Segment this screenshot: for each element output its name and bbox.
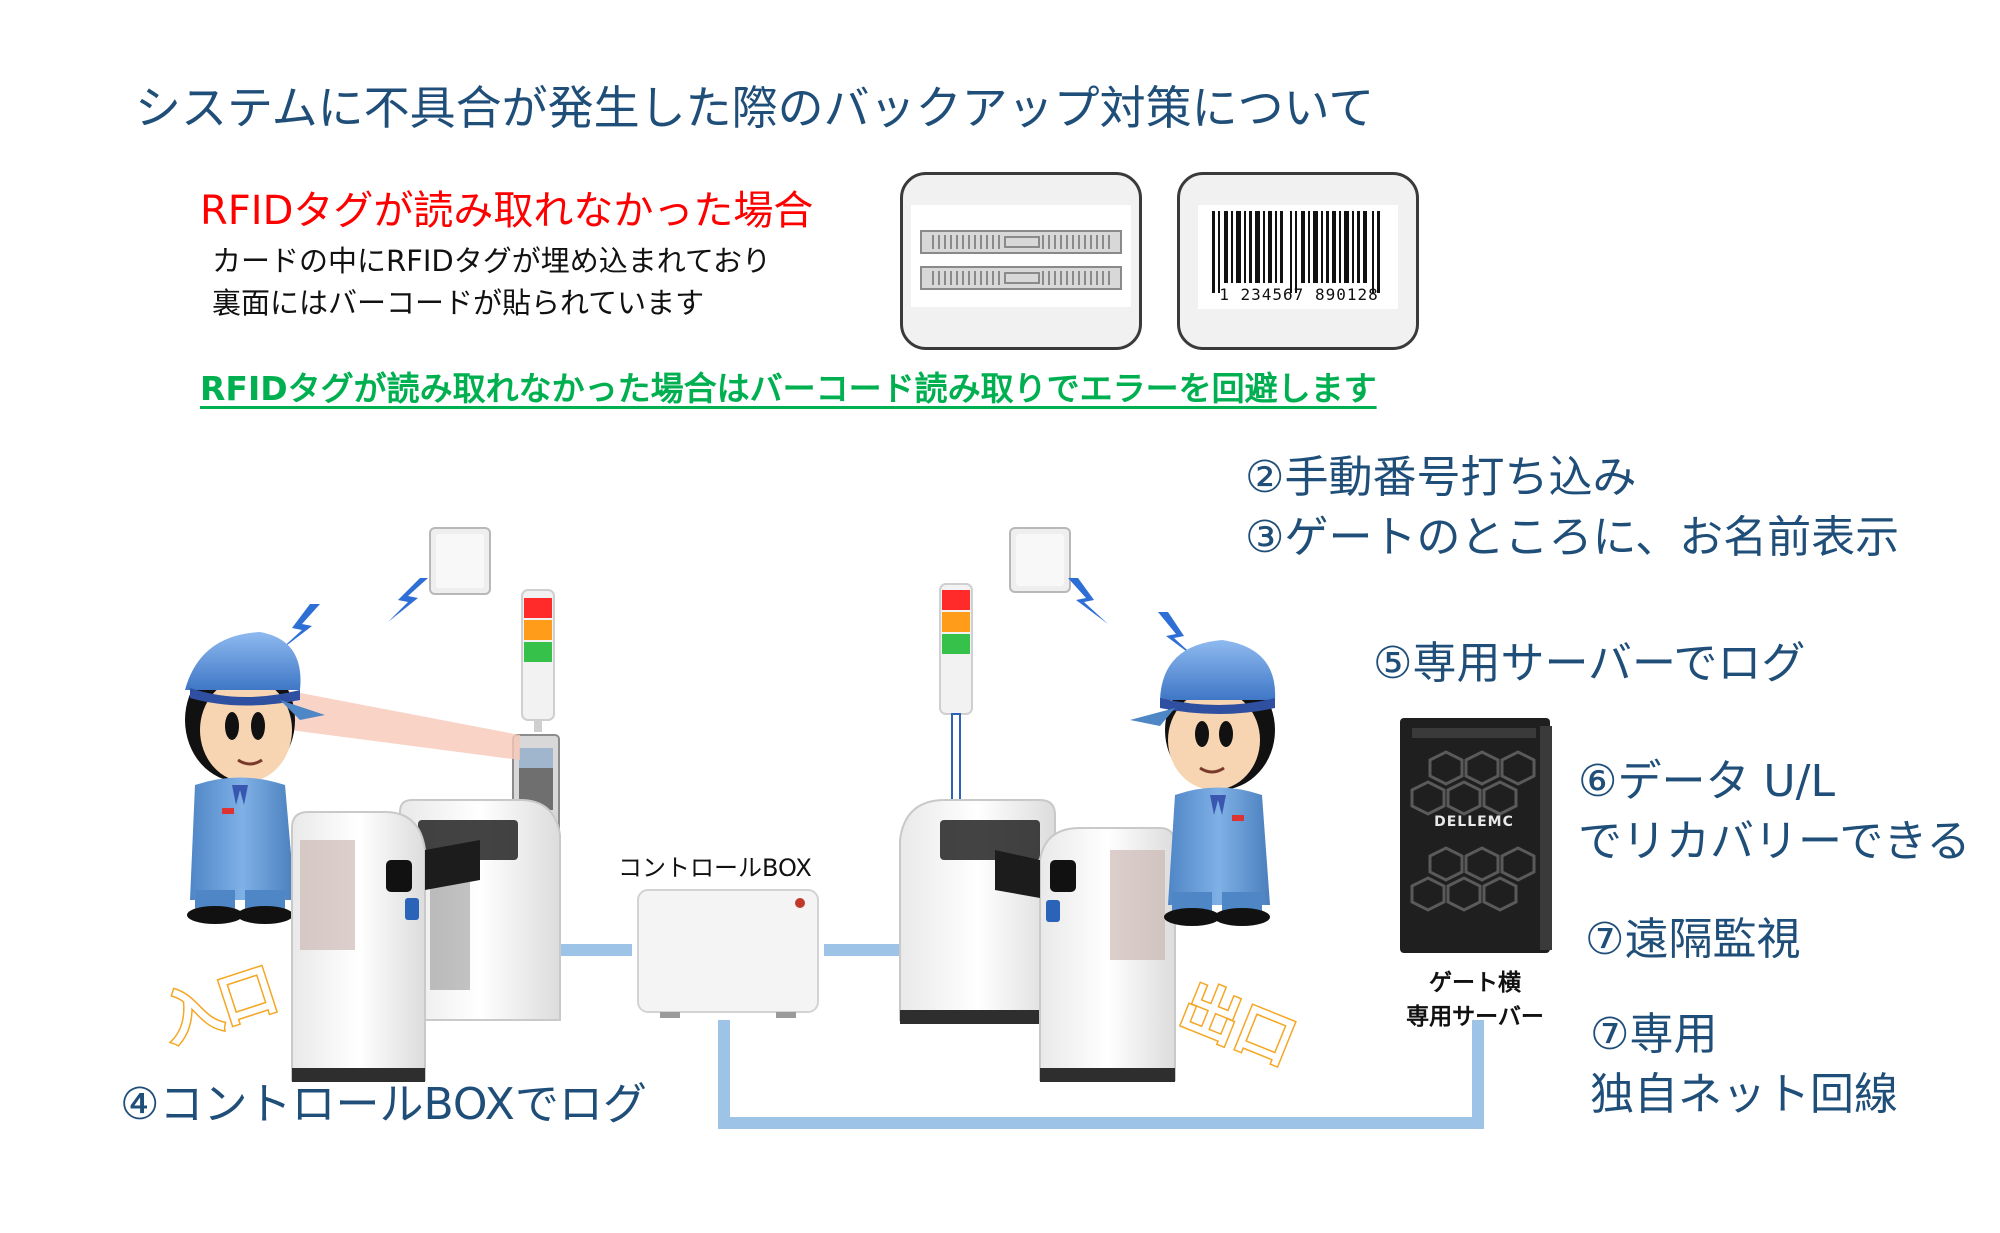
wireless-bolt-3 (1068, 578, 1108, 624)
note-remote-monitor: ⑦遠隔監視 (1585, 914, 1801, 965)
gate-exit-back (899, 799, 1056, 1024)
rfid-desc-line-1: カードの中にRFIDタグが埋め込まれており (212, 244, 771, 278)
conclusion-text: RFIDタグが読み取れなかった場合はバーコード読み取りでエラーを回避します (200, 369, 1377, 408)
note-manual-input: ②手動番号打ち込み (1245, 452, 1637, 503)
page-title: システムに不具合が発生した際のバックアップ対策について (135, 81, 1375, 135)
rfid-desc-line-2: 裏面にはバーコードが貼られています (212, 286, 705, 320)
barcode-bars (1212, 211, 1380, 293)
signal-tower-right (939, 583, 973, 819)
note-data-recovery-1: ⑥データ U/L (1578, 756, 1835, 807)
note-server-log: ⑤専用サーバーでログ (1373, 638, 1806, 689)
gate-entrance-front (291, 811, 480, 1082)
control-box-label: コントロールBOX (618, 854, 812, 882)
note-name-display: ③ゲートのところに、お名前表示 (1245, 512, 1900, 563)
barcode-number: 1 234567 890128 (1219, 285, 1379, 304)
rfid-reader-left (429, 527, 491, 595)
rfid-antenna-1 (920, 230, 1122, 254)
wireless-bolt-4 (1158, 612, 1198, 660)
server-label-line-1: ゲート横 (1429, 970, 1521, 996)
note-data-recovery-2: でリカバリーできる (1578, 816, 1971, 867)
server-label-line-2: 専用サーバー (1406, 1004, 1544, 1030)
rfid-tag-image (900, 172, 1142, 350)
wireless-bolt-1 (388, 578, 428, 622)
rfid-description: カードの中にRFIDタグが埋め込まれており 裏面にはバーコードが貼られています (212, 240, 771, 324)
control-box (637, 889, 819, 1018)
gate-exit-front (995, 827, 1176, 1082)
wireless-bolt-2 (278, 604, 320, 652)
staff-person-right (1130, 640, 1276, 926)
staff-person-left (185, 632, 520, 924)
server-label: ゲート横 専用サーバー (1385, 966, 1565, 1034)
note-dedicated-2: 独自ネット回線 (1590, 1069, 1898, 1120)
note-control-box-log: ④コントロールBOXでログ (120, 1079, 647, 1130)
note-dedicated-1: ⑦専用 (1590, 1009, 1718, 1060)
network-lines (560, 944, 1484, 1129)
rfid-reader-right (1009, 527, 1071, 593)
server-brand-logo: DELLEMC (1434, 814, 1514, 830)
rfid-heading: RFIDタグが読み取れなかった場合 (200, 188, 814, 234)
barcode-image: 1 234567 890128 (1177, 172, 1419, 350)
signal-tower-left (521, 589, 555, 732)
server-tower (1400, 718, 1552, 953)
rfid-antenna-2 (920, 266, 1122, 290)
